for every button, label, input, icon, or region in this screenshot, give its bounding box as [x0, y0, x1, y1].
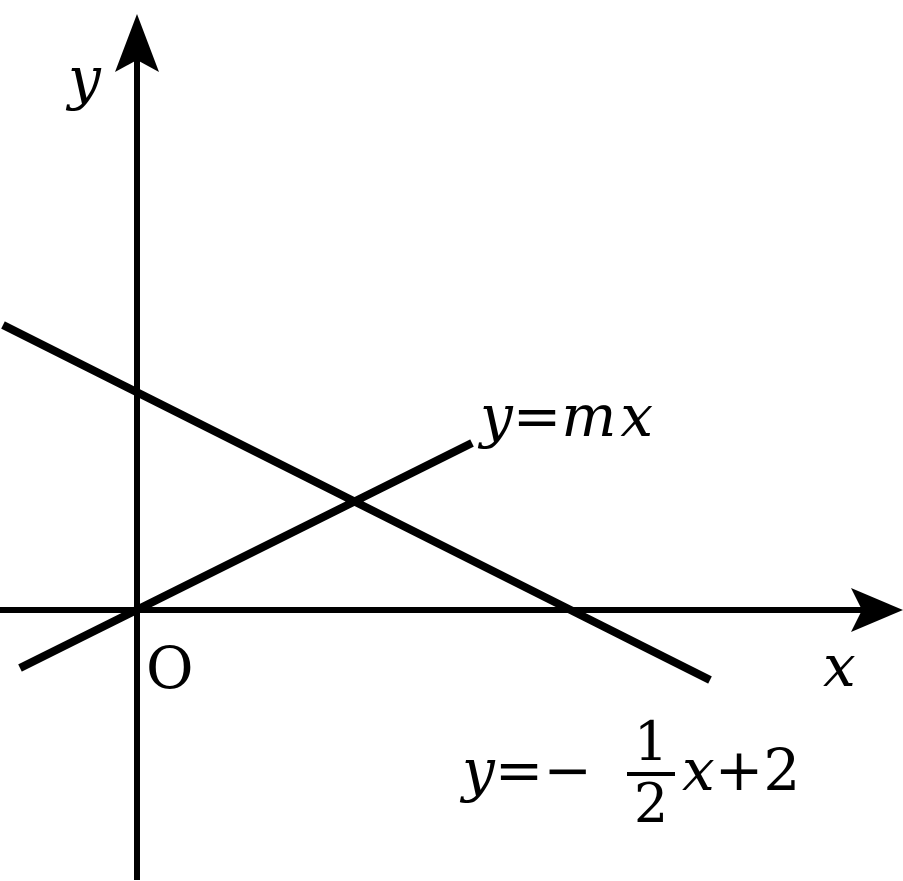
- fraction-denominator: 2: [634, 772, 668, 835]
- origin-label: O: [146, 634, 194, 702]
- equation-label-decreasing: y=− 1 2 x+2: [459, 710, 800, 835]
- svg-text:y=−: y=−: [459, 736, 592, 804]
- fraction-numerator: 1: [634, 710, 668, 773]
- svg-text:x+2: x+2: [682, 736, 800, 804]
- equation-label-mx: y=mx: [477, 382, 653, 450]
- y-axis-label: y: [65, 44, 102, 112]
- x-axis-arrowhead: [851, 588, 903, 632]
- line-through-origin: [18, 439, 474, 672]
- y-axis-arrowhead: [115, 14, 159, 72]
- x-axis-label: x: [823, 632, 856, 700]
